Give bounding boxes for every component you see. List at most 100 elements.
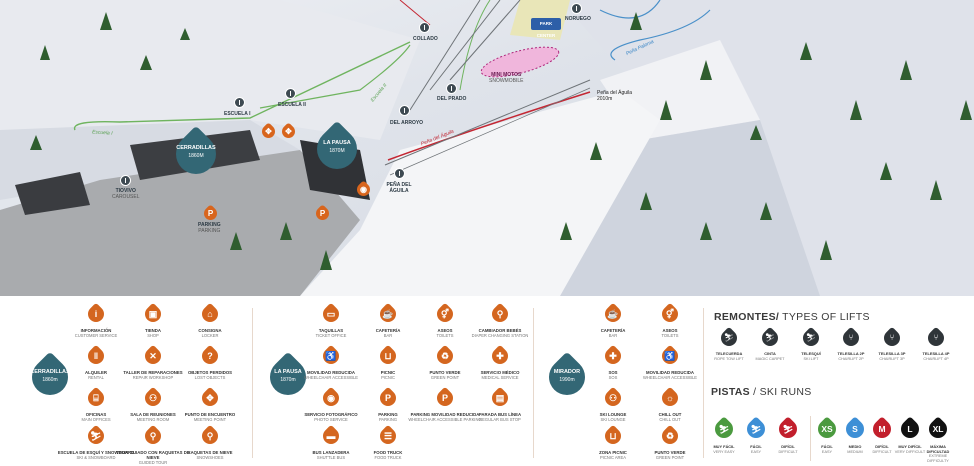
photo-service-marker[interactable]: ◉	[354, 180, 373, 199]
meeting-point-icon: ✥	[285, 127, 292, 136]
service-label-en: RENTAL	[88, 375, 104, 380]
park-size-m-icon: M	[869, 416, 895, 442]
camera-icon: ◉	[319, 386, 343, 410]
park-size-xl-icon: XL	[925, 416, 951, 442]
lift-del-prado-icon[interactable]	[446, 83, 457, 94]
service-label-en: LOCKER	[201, 333, 219, 338]
service-label-es: PARKING MOVILIDAD REDUCIDA	[410, 412, 480, 417]
ski-school-icon: ⛷	[84, 424, 108, 448]
picnic-icon: ⊔	[376, 344, 400, 368]
map-zone-la-pausa[interactable]: LA PAUSA 1870m	[308, 120, 366, 178]
map-zone-cerradillas[interactable]: CERRADILLAS 1860m	[167, 125, 225, 183]
service-label-en: GUIDED TOUR	[138, 460, 168, 465]
service-label-es: CHILL OUT	[658, 412, 682, 417]
lift-escuela-i-label: ESCUELA I	[224, 111, 251, 117]
accessible-parking-icon: P	[433, 386, 457, 410]
parking-icon: P	[376, 386, 400, 410]
zone-name: CERRADILLAS	[176, 145, 216, 151]
locker-icon: ⌂	[198, 302, 222, 326]
parking-marker[interactable]: P	[201, 204, 220, 223]
baby-change-icon: ⚲	[488, 302, 512, 326]
service-label-en: TICKET OFFICE	[315, 333, 347, 338]
carousel-icon[interactable]	[120, 175, 131, 186]
lift-noruego-icon[interactable]	[571, 3, 582, 14]
service-label-en: PARKING	[378, 417, 398, 422]
zone-name: LA PAUSA	[323, 140, 351, 146]
skier-icon: ⛷	[711, 416, 737, 442]
service-label-en: GREEN POINT	[430, 375, 460, 380]
legend-zone-la-pausa: LA PAUSA 1870m	[262, 351, 314, 403]
service-label-es: INFORMACIÓN	[80, 328, 112, 333]
chairlift-3-icon: ⑂	[880, 326, 904, 350]
service-label-en: PHOTO SERVICE	[314, 417, 348, 422]
shuttle-bus-icon: ▬	[319, 424, 343, 448]
service-label-es: PUNTO VERDE	[654, 450, 686, 455]
lift-del-arroyo-label: DEL ARROYO	[390, 120, 424, 126]
lift-escuela-i-icon[interactable]	[234, 97, 245, 108]
divider	[810, 416, 811, 461]
zone-altitude: 1870m	[329, 148, 345, 154]
camera-icon: ◉	[360, 185, 367, 194]
service-label-en: SNOWSHOES	[196, 455, 224, 460]
legend-zone-mirador: MIRADOR 1990m	[541, 351, 593, 403]
snowmobile-label: MINI MOTOS SNOWMOBILE	[489, 72, 524, 84]
service-label-en: MEETING POINT	[193, 417, 227, 422]
lift-del-arroyo-icon[interactable]	[399, 105, 410, 116]
wheelchair-icon: ♿	[319, 344, 343, 368]
service-label-en: FOOD TRUCK	[374, 455, 402, 460]
parking-label: PARKING PARKING	[198, 222, 221, 234]
lift-pena-del-aguila-icon[interactable]	[394, 168, 405, 179]
magic-carpet-icon: ⛷	[758, 326, 782, 350]
snowshoes-icon: ⚲	[198, 424, 222, 448]
service-label-es: OFICINAS	[85, 412, 107, 417]
accessible-parking-marker[interactable]: P	[313, 204, 332, 223]
service-label-en: WHEELCHAIR ACCESSIBLE PARKING	[408, 417, 482, 422]
service-label-en: CUSTOMER SERVICE	[74, 333, 118, 338]
lift-collado-icon[interactable]	[419, 22, 430, 33]
service-label-en: SHOP	[147, 333, 159, 338]
service-label-es: ESCUELA DE ESQUÍ Y SNOWBOARD	[57, 450, 135, 455]
service-label-en: TOILETS	[661, 333, 679, 338]
lift-escuela-ii-icon[interactable]	[285, 88, 296, 99]
meeting-room-icon: ⚇	[141, 386, 165, 410]
recycle-icon: ♻	[658, 424, 682, 448]
coffee-icon: ☕	[376, 302, 400, 326]
service-label-es: CAMBIADOR BEBÉS	[478, 328, 522, 333]
zone-altitude: 1860m	[188, 153, 204, 159]
service-label-en: DIAPER CHANGING STATION	[471, 333, 529, 338]
meeting-point-marker[interactable]: ✥	[259, 122, 278, 141]
lift-pena-del-aguila-label: PEÑA DEL ÁGUILA	[386, 182, 412, 194]
park-center-map-logo[interactable]: PARK CENTER	[531, 18, 561, 38]
lost-objects-marker[interactable]: ✥	[279, 122, 298, 141]
service-label-es: CAFETERÍA	[600, 328, 626, 333]
lift-noruego-label: NORUEGO	[565, 16, 591, 22]
resort-map-view[interactable]: CERRADILLAS 1860m LA PAUSA 1870m ESCUELA…	[0, 0, 974, 296]
service-label-es: TAQUILLAS	[318, 328, 344, 333]
meeting-point-icon: ✥	[265, 127, 272, 136]
legend-zone-cerradillas: CERRADILLAS 1860m	[24, 351, 76, 403]
service-label-es: ASEOS	[437, 328, 453, 333]
